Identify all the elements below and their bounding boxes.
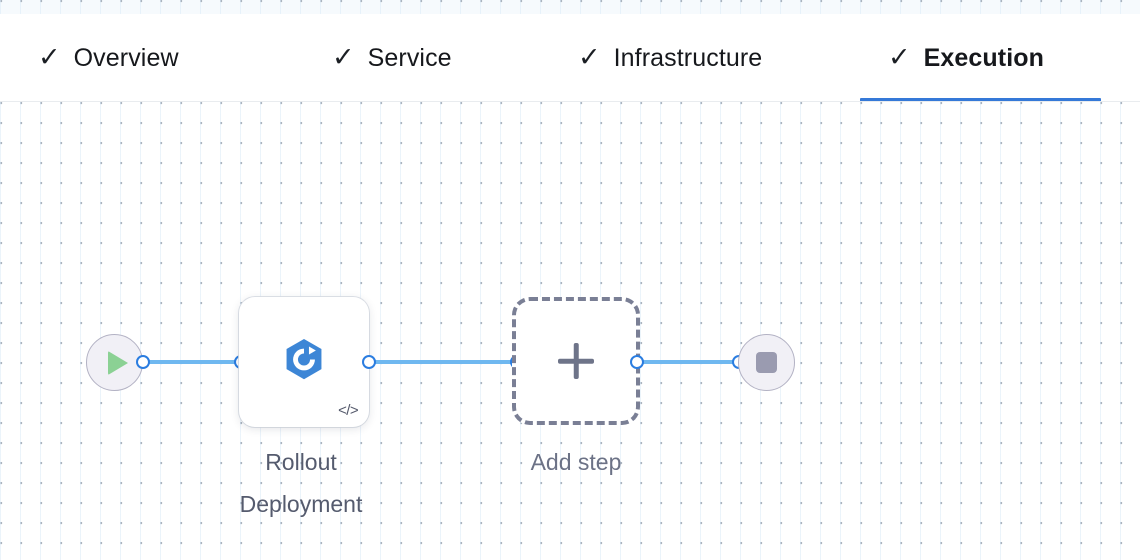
top-dotted-strip <box>0 0 1140 14</box>
active-tab-underline <box>860 98 1101 103</box>
step-caption-rollout-deployment: Rollout Deployment <box>239 449 363 517</box>
check-icon: ✓ <box>888 41 911 72</box>
tab-infrastructure[interactable]: ✓ Infrastructure <box>578 14 762 102</box>
end-node[interactable] <box>738 334 795 391</box>
tab-execution[interactable]: ✓ Execution <box>888 14 1044 102</box>
port-rollout-out[interactable] <box>362 355 376 369</box>
step-node-rollout-deployment[interactable]: </> <box>239 297 369 427</box>
add-step-node[interactable] <box>512 297 640 425</box>
port-addstep-out[interactable] <box>630 355 644 369</box>
start-node[interactable] <box>86 334 143 391</box>
tab-label: Overview <box>73 43 179 72</box>
tab-overview[interactable]: ✓ Overview <box>38 14 179 102</box>
add-step-caption: Add step <box>530 449 622 475</box>
tab-bar-divider <box>0 101 1140 102</box>
tab-label: Service <box>367 43 452 72</box>
stop-icon <box>756 352 777 373</box>
check-icon: ✓ <box>578 41 601 72</box>
port-start-out[interactable] <box>136 355 150 369</box>
edge-addstep-to-end <box>634 360 744 364</box>
code-icon[interactable]: </> <box>338 402 358 419</box>
edge-start-to-rollout <box>140 360 244 364</box>
check-icon: ✓ <box>332 41 355 72</box>
tab-label: Infrastructure <box>613 43 763 72</box>
check-icon: ✓ <box>38 41 61 72</box>
wizard-tab-bar: ✓ Overview ✓ Service ✓ Infrastructure ✓ … <box>0 14 1140 103</box>
play-icon <box>107 350 128 375</box>
tab-service[interactable]: ✓ Service <box>332 14 452 102</box>
tab-label: Execution <box>923 43 1044 72</box>
rollout-deployment-icon <box>281 337 327 388</box>
plus-icon-vertical <box>573 343 579 379</box>
edge-rollout-to-addstep <box>366 360 520 364</box>
